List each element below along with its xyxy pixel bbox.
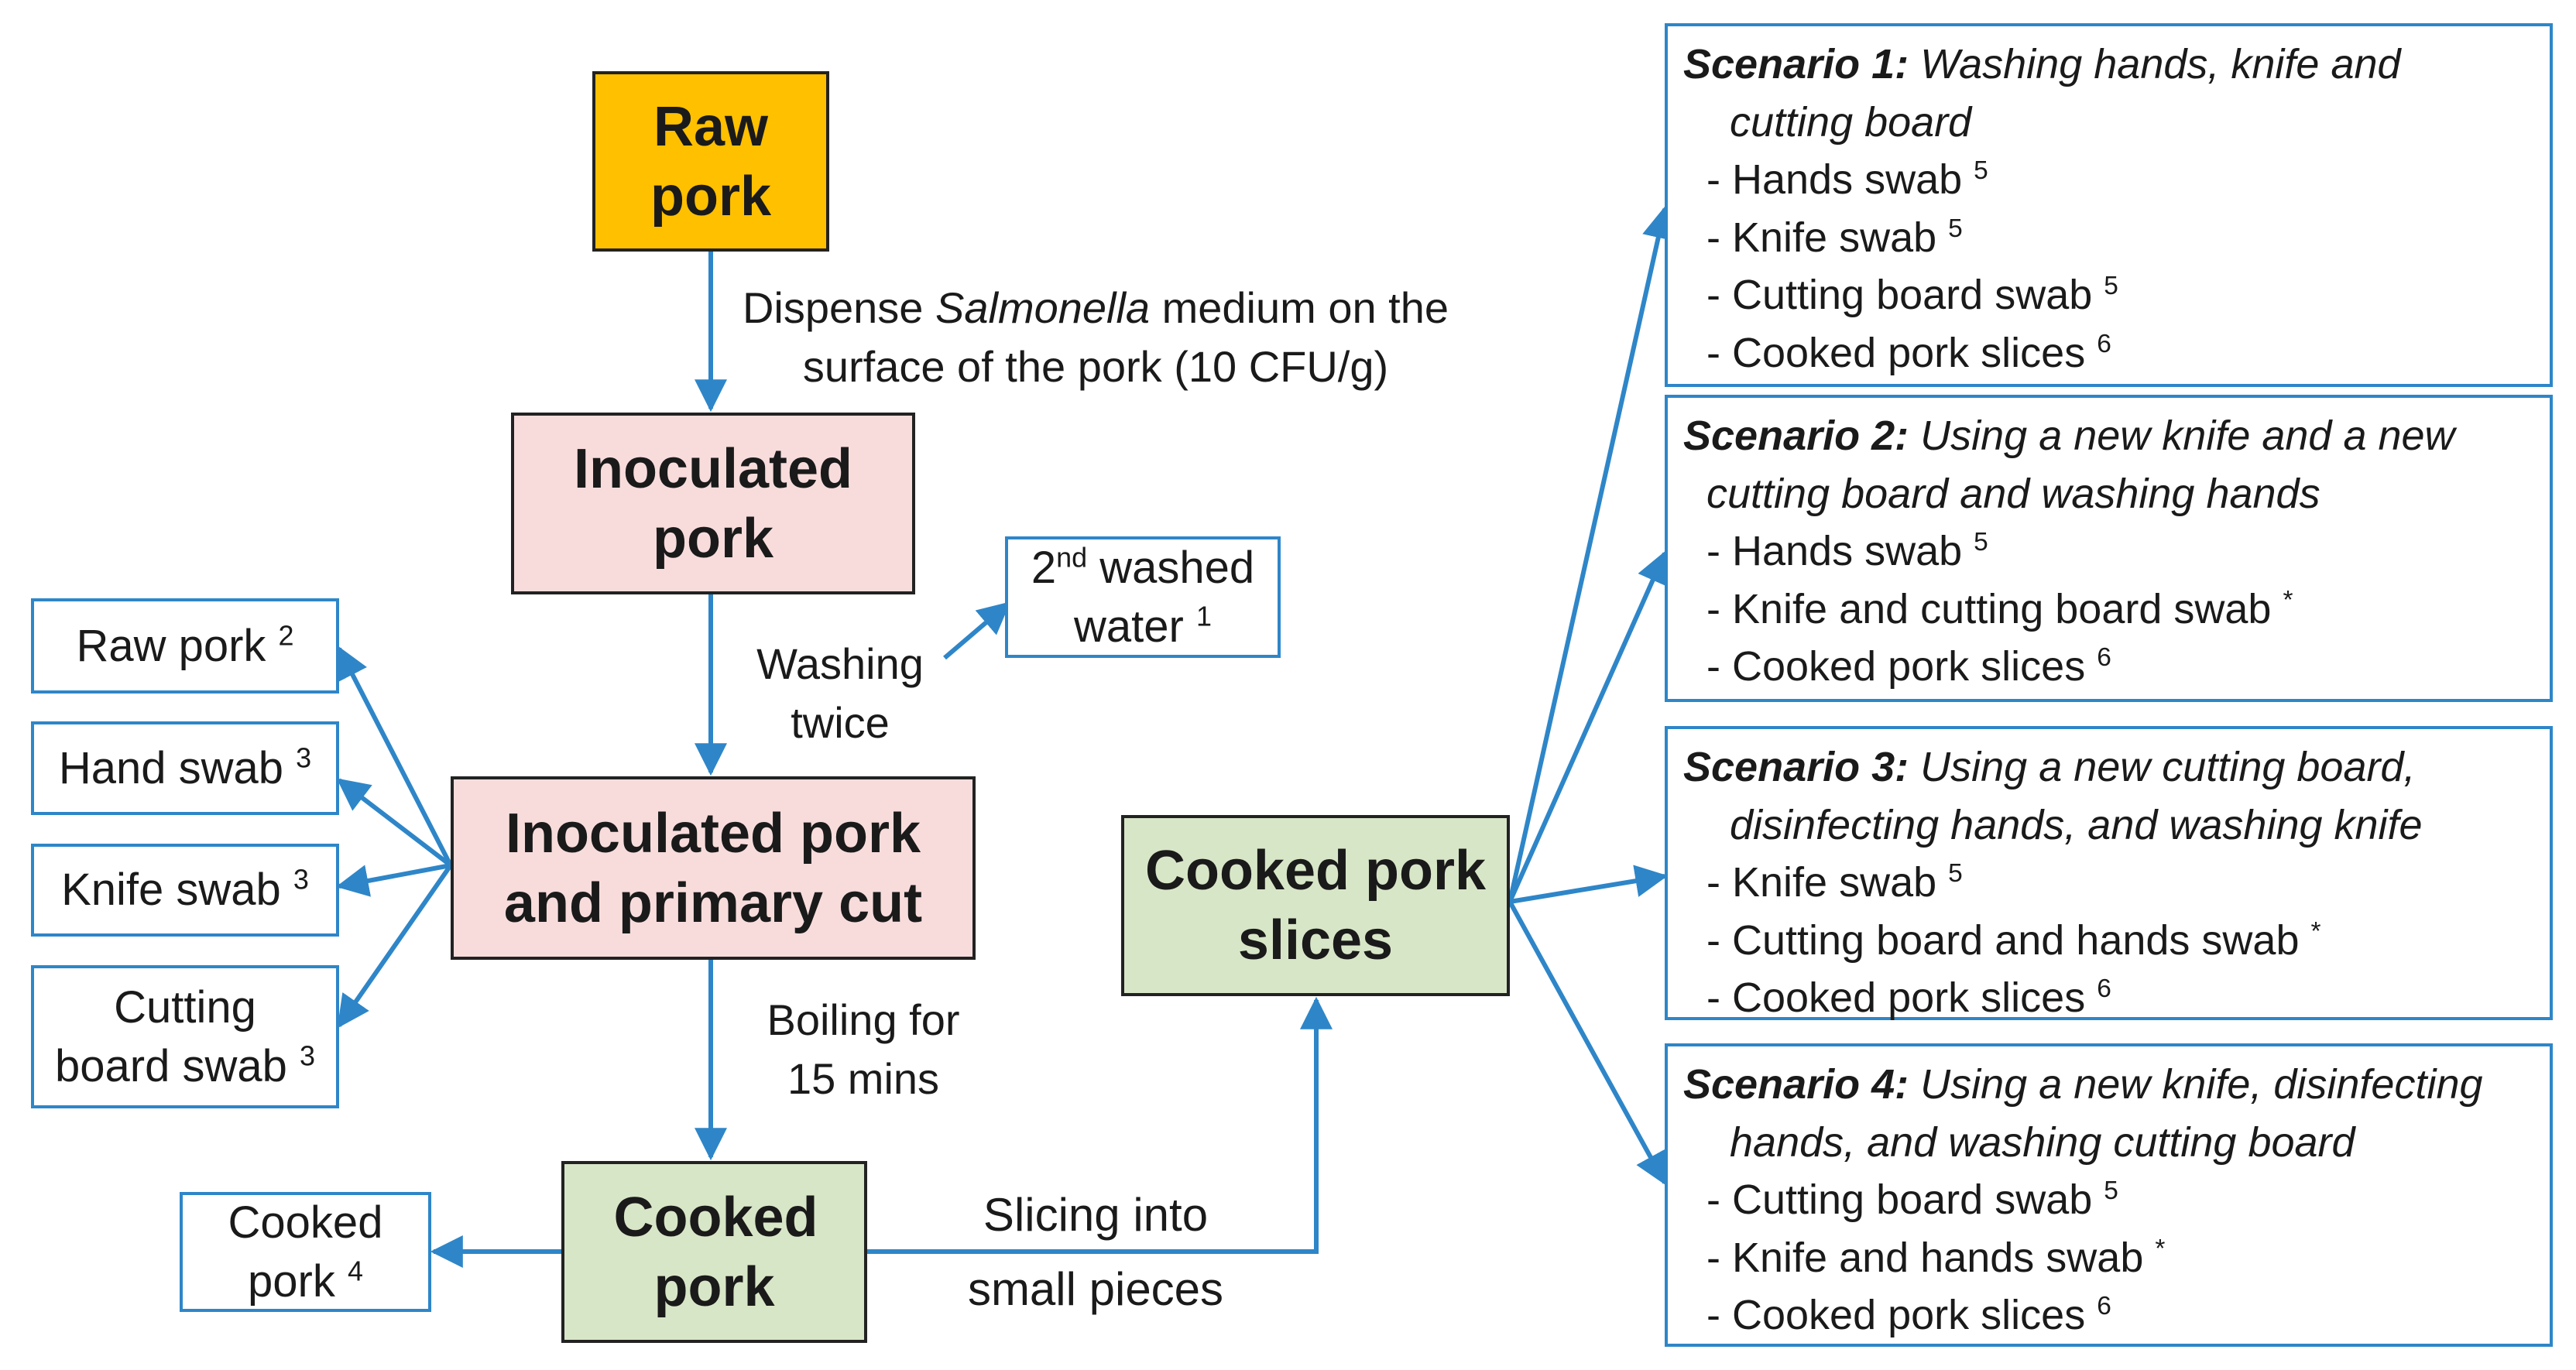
arrow-slices-to-s2 [1508, 550, 1668, 903]
scenario-3-item: - Cutting board and hands swab * [1706, 916, 2321, 964]
arrow-slices-to-s4 [1508, 900, 1667, 1186]
node-inoculated-pork-label: Inoculated pork [573, 437, 853, 570]
sample-raw-pork: Raw pork 2 [31, 598, 339, 694]
cutting-board-note: 3 [299, 1039, 315, 1072]
edge-label-dispense: Dispense Salmonella medium on the surfac… [728, 279, 1463, 396]
washed-water-a: 2 [1031, 543, 1057, 594]
scenario-1-item: - Hands swab 5 [1706, 156, 1988, 204]
scenario-4-item: - Knife and hands swab * [1706, 1234, 2166, 1281]
hand-swab-note: 3 [296, 742, 312, 774]
hand-swab-label: Hand swab [58, 742, 297, 793]
cutting-board-line2: board swab [55, 1040, 300, 1091]
boiling-line2: 15 mins [787, 1053, 940, 1103]
scenario-2-desc2: cutting board and washing hands [1706, 470, 2320, 517]
cooked-pork-sample-line1: Cooked [228, 1197, 383, 1248]
scenario-4-title: Scenario 4: [1683, 1061, 1909, 1108]
scenario-2-item: - Hands swab 5 [1706, 528, 1988, 575]
washing-line1: Washing [756, 639, 924, 688]
scenario-2-desc1: Using a new knife and a new [1909, 413, 2455, 459]
edge-label-slicing: Slicing into small pieces [925, 1178, 1266, 1327]
sample-knife-swab: Knife swab 3 [31, 844, 339, 937]
scenario-3-box: Scenario 3: Using a new cutting board, d… [1665, 726, 2553, 1021]
washed-water-sup: nd [1056, 541, 1088, 574]
slicing-line2: small pieces [967, 1263, 1224, 1315]
scenario-2-item: - Knife and cutting board swab * [1706, 585, 2293, 632]
scenario-3-desc2: disinfecting hands, and washing knife [1730, 801, 2423, 848]
dispense-organism: Salmonella [935, 283, 1151, 332]
node-inoculated-pork: Inoculated pork [511, 413, 915, 594]
scenario-3-item: - Cooked pork slices 6 [1706, 974, 2111, 1022]
node-raw-pork-label: Raw pork [650, 95, 772, 228]
node-cooked-pork: Cooked pork [561, 1161, 867, 1343]
arrow-cut-to-knife-swab [335, 863, 451, 897]
raw-pork-sample-label: Raw pork [76, 620, 279, 671]
dispense-text-b: medium on the [1150, 283, 1449, 332]
edge-label-boiling: Boiling for 15 mins [743, 991, 983, 1108]
scenario-1-item: - Knife swab 5 [1706, 214, 1963, 261]
arrow-cooked-to-slices [867, 996, 1333, 1254]
sample-washed-water: 2nd washed water 1 [1005, 536, 1281, 658]
scenario-3-desc1: Using a new cutting board, [1909, 744, 2416, 790]
node-cooked-pork-label: Cooked pork [613, 1186, 818, 1318]
washed-water-note: 1 [1195, 600, 1212, 632]
raw-pork-note: 2 [278, 619, 294, 652]
scenario-1-item: - Cutting board swab 5 [1706, 272, 2118, 319]
node-cooked-slices-label: Cooked pork slices [1144, 840, 1487, 971]
dispense-text-a: Dispense [742, 283, 935, 332]
scenario-2-item: - Cooked pork slices 6 [1706, 643, 2111, 690]
washed-water-b: washed [1087, 543, 1255, 594]
scenario-2-title: Scenario 2: [1683, 413, 1909, 459]
arrow-cut-to-board-swab [337, 864, 453, 1029]
scenario-1-desc2: cutting board [1730, 98, 1972, 146]
cooked-pork-sample-line2: pork [248, 1255, 348, 1307]
knife-swab-label: Knife swab [61, 865, 293, 916]
scenario-1-box: Scenario 1: Washing hands, knife and cut… [1665, 23, 2553, 387]
scenario-4-box: Scenario 4: Using a new knife, disinfect… [1665, 1043, 2553, 1347]
arrow-washing-to-water [943, 601, 1011, 660]
slicing-line1: Slicing into [983, 1189, 1209, 1241]
node-primary-cut: Inoculated pork and primary cut [451, 776, 976, 960]
scenario-4-item: - Cooked pork slices 6 [1706, 1292, 2111, 1339]
scenario-4-desc1: Using a new knife, disinfecting [1909, 1061, 2483, 1108]
scenario-4-desc2: hands, and washing cutting board [1730, 1118, 2355, 1166]
scenario-3-item: - Knife swab 5 [1706, 859, 1963, 906]
cutting-board-line1: Cutting [114, 982, 256, 1033]
sample-cooked-pork: Cooked pork 4 [180, 1192, 431, 1312]
scenario-1-desc1: Washing hands, knife and [1909, 41, 2401, 87]
arrow-slices-to-s1 [1508, 205, 1675, 902]
washed-water-c: water [1074, 601, 1196, 652]
scenario-2-box: Scenario 2: Using a new knife and a new … [1665, 395, 2553, 702]
dispense-text-line2: surface of the pork (10 CFU/g) [802, 341, 1389, 391]
node-raw-pork: Raw pork [592, 71, 829, 252]
scenario-1-item: - Cooked pork slices 6 [1706, 329, 2111, 376]
sample-cutting-board-swab: Cutting board swab 3 [31, 965, 339, 1108]
arrow-cut-to-raw-sample [337, 646, 453, 867]
scenario-1-title: Scenario 1: [1683, 41, 1909, 87]
knife-swab-note: 3 [293, 863, 309, 896]
scenario-3-title: Scenario 3: [1683, 744, 1909, 790]
arrow-cut-to-hand-swab [336, 778, 452, 868]
washing-line2: twice [791, 697, 890, 747]
boiling-line1: Boiling for [767, 995, 960, 1044]
scenario-4-item: - Cutting board swab 5 [1706, 1176, 2118, 1224]
arrow-slices-to-s3 [1509, 865, 1669, 904]
cooked-pork-note: 4 [347, 1255, 363, 1287]
sample-hand-swab: Hand swab 3 [31, 721, 339, 815]
edge-label-washing: Washing twice [743, 635, 937, 752]
node-primary-cut-label: Inoculated pork and primary cut [503, 802, 923, 934]
node-cooked-slices: Cooked pork slices [1121, 815, 1510, 996]
